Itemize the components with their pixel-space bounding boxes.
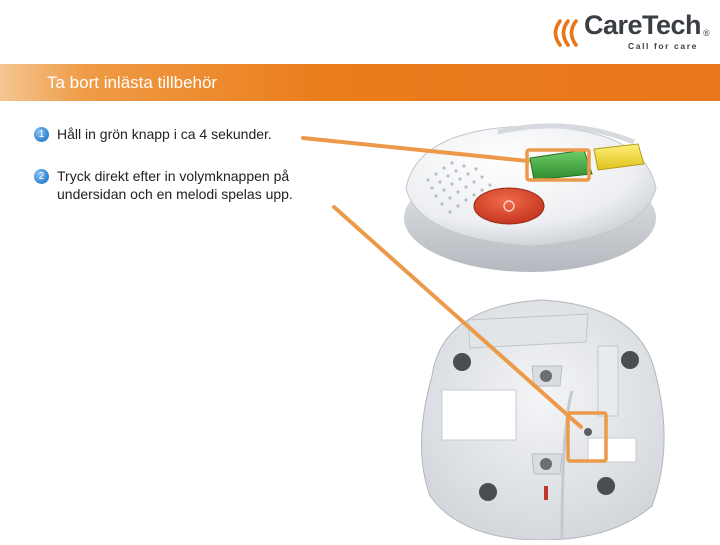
logo-waves-icon [548, 18, 584, 48]
logo-brand-text: CareTech® [584, 10, 709, 41]
page-title: Ta bort inlästa tillbehör [47, 73, 217, 93]
section-header-bar: Ta bort inlästa tillbehör [0, 64, 720, 101]
alarm-device-top-photo [398, 118, 662, 278]
step-number-badge: 2 [34, 169, 49, 184]
alarm-device-underside-photo [412, 296, 672, 540]
caretech-logo: CareTech® Call for care [548, 14, 718, 54]
logo-tagline: Call for care [628, 41, 698, 51]
step-number-badge: 1 [34, 127, 49, 142]
step-text: Håll in grön knapp i ca 4 sekunder. [57, 125, 357, 143]
step-text: Tryck direkt efter in volymknappen på un… [57, 167, 357, 203]
